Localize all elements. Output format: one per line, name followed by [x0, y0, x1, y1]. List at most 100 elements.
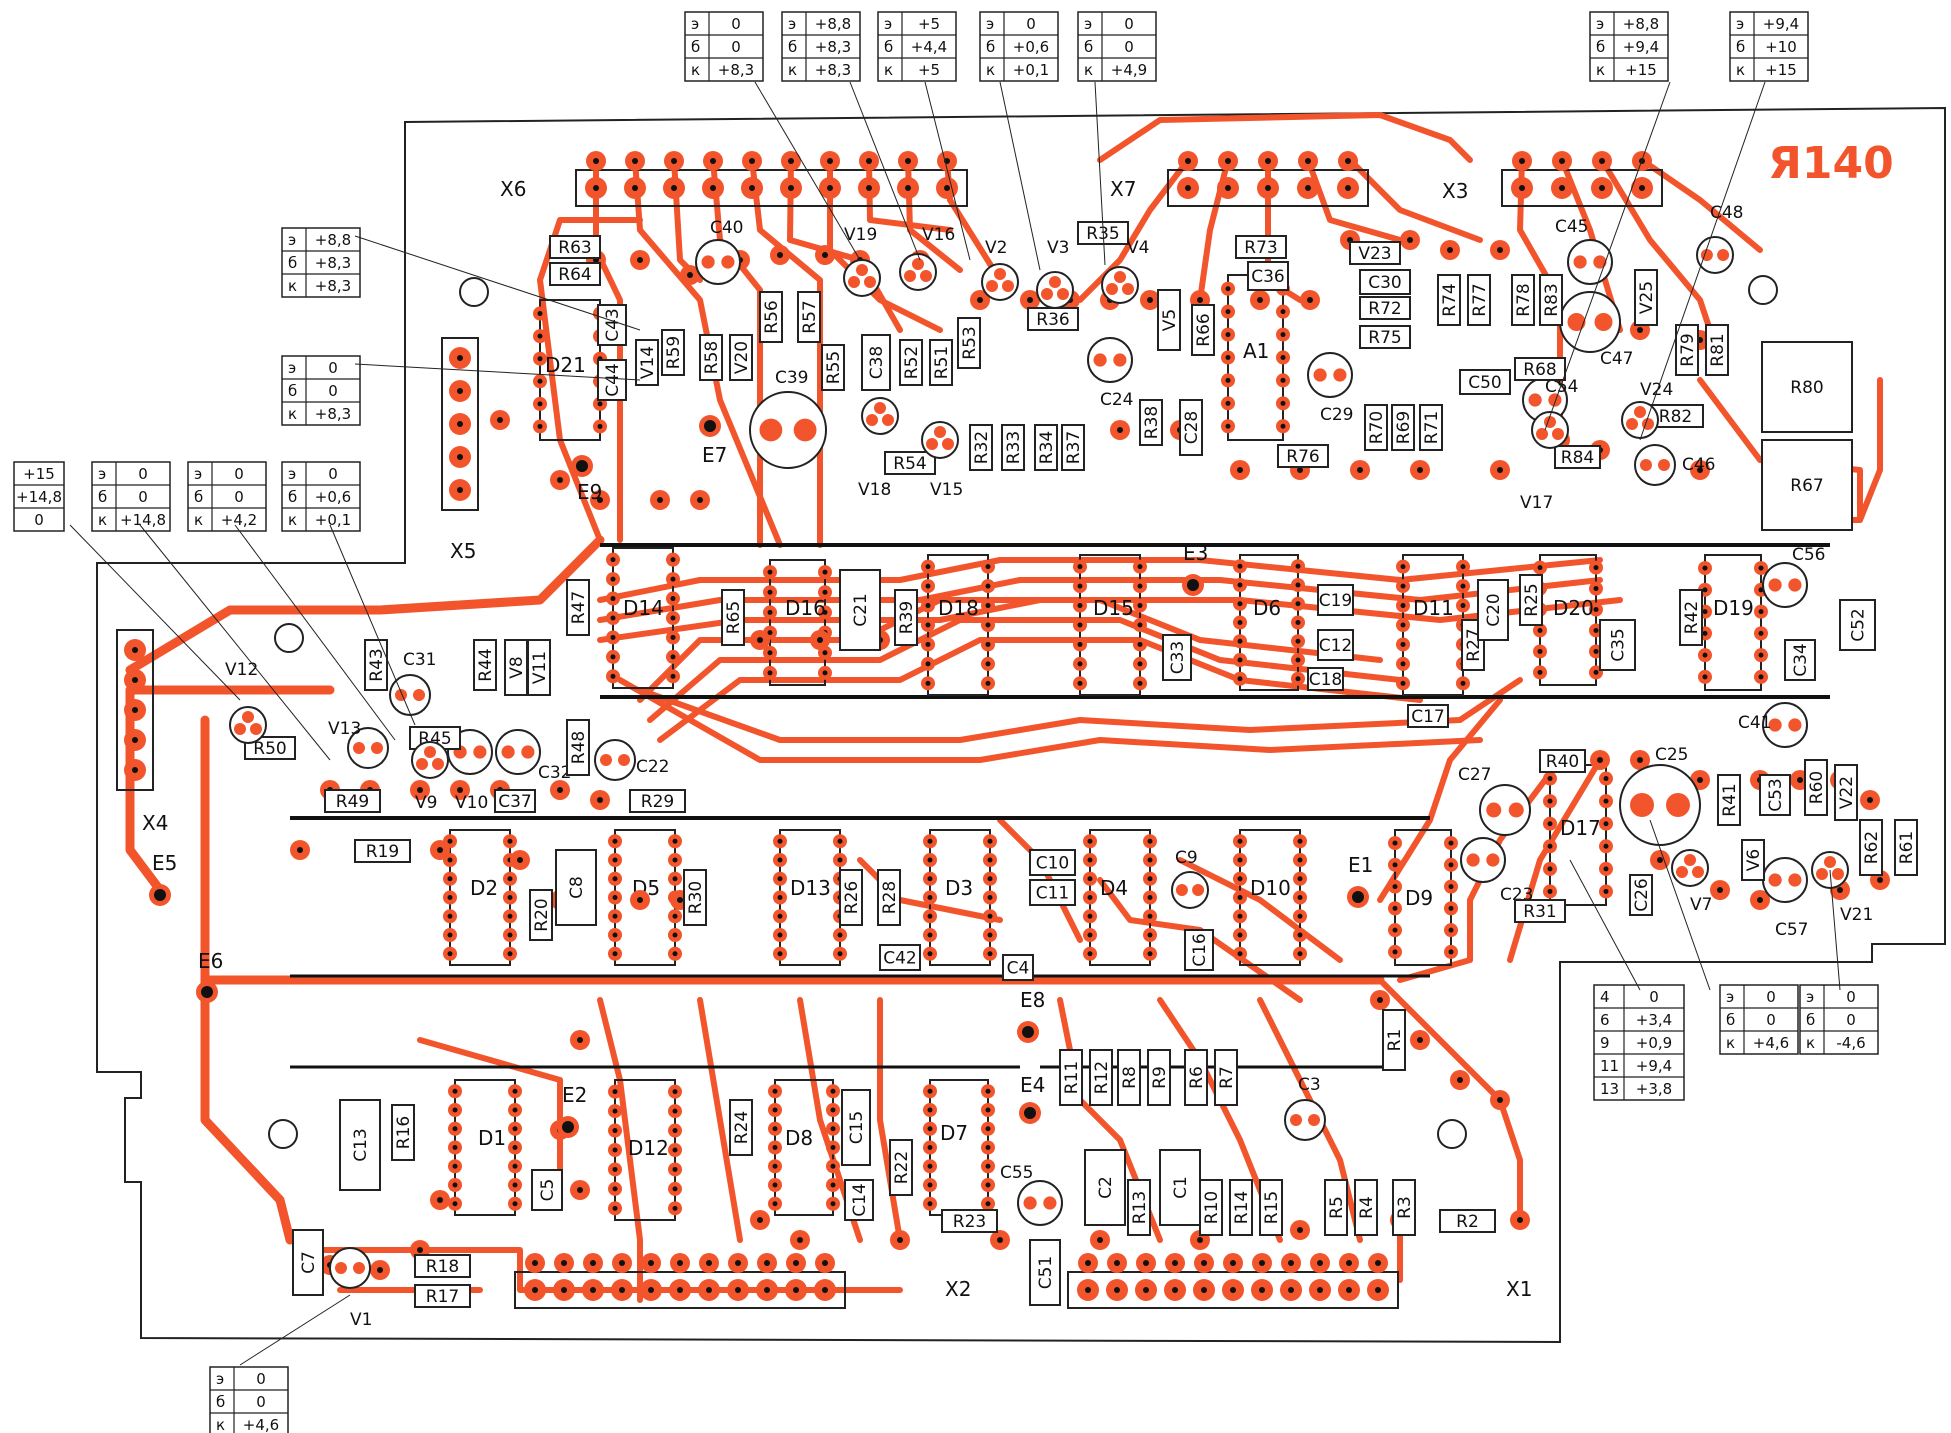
ic-label: D6 — [1253, 596, 1281, 620]
component-label: V17 — [1520, 493, 1553, 513]
component-c35: C35 — [1599, 619, 1636, 671]
component-label: R13 — [1130, 1191, 1150, 1224]
ic-label: D8 — [785, 1126, 813, 1150]
component-label: V9 — [415, 793, 437, 813]
trace — [417, 1037, 563, 1183]
component-c17: C17 — [1407, 704, 1449, 728]
component-label: V22 — [1837, 776, 1857, 809]
component-label: R12 — [1092, 1061, 1112, 1094]
component-c20: C20 — [1477, 579, 1509, 641]
test-point-label: E5 — [152, 851, 177, 875]
component-label: R5 — [1327, 1196, 1347, 1219]
voltage-table: э+9,4б+10к+15 — [1729, 11, 1809, 82]
component-label: R19 — [366, 842, 399, 862]
ic-label: D12 — [628, 1136, 669, 1160]
ic-label: D11 — [1413, 596, 1454, 620]
ic-label: D3 — [945, 876, 973, 900]
component-label: R71 — [1422, 411, 1442, 444]
component-label: R83 — [1542, 283, 1562, 316]
component-label: R48 — [569, 731, 589, 764]
voltage-table-value: +0,1 — [1013, 61, 1049, 79]
ic-label: D17 — [1560, 816, 1601, 840]
trace — [1347, 157, 1483, 243]
component-r17: R17 — [414, 1284, 471, 1308]
connector-x7: X7 — [1110, 151, 1369, 207]
component-label: V14 — [638, 346, 658, 379]
component-label: R53 — [960, 326, 980, 359]
component-label: C22 — [636, 757, 670, 777]
component-label: C56 — [1792, 545, 1826, 565]
component-c10: C10 — [1029, 849, 1076, 876]
component-label: C31 — [403, 650, 437, 670]
component-c18: C18 — [1307, 667, 1344, 691]
capacitor-c23: C23 — [1460, 837, 1534, 905]
component-c44: C44 — [597, 359, 627, 401]
voltage-table: э+8,8б+9,4к+15 — [1589, 11, 1669, 82]
component-label: C5 — [538, 1179, 558, 1202]
ic-d14: D14 — [606, 547, 680, 689]
component-r55: R55 — [821, 344, 845, 391]
connector-x1: X1 — [1067, 1253, 1532, 1309]
voltage-table-value: 0 — [328, 382, 338, 400]
component-label: R26 — [842, 881, 862, 914]
transistor-v15: V15 — [921, 421, 963, 500]
voltage-table-pin: э — [1736, 15, 1744, 33]
ic-label: D9 — [1405, 886, 1433, 910]
component-r50: R50 — [244, 736, 296, 760]
component-r36: R36 — [1027, 307, 1079, 331]
transistor-v4: V4 — [1101, 238, 1149, 304]
voltage-table-pin: б — [788, 38, 797, 56]
ic-label: D2 — [470, 876, 498, 900]
component-v22: V22 — [1834, 764, 1858, 821]
voltage-table-value: +3,8 — [1636, 1080, 1672, 1098]
voltage-table-value: +8,3 — [815, 61, 851, 79]
component-r48: R48 — [566, 719, 590, 776]
component-label: R79 — [1678, 333, 1698, 366]
component-r19: R19 — [354, 839, 411, 863]
component-label: C43 — [603, 308, 623, 342]
component-label: V2 — [985, 238, 1007, 258]
component-r2: R2 — [1439, 1209, 1496, 1233]
test-point-e7: E7 — [699, 415, 727, 467]
connector-label: X6 — [500, 177, 526, 201]
component-r82: R82 — [1647, 404, 1704, 428]
component-label: C18 — [1309, 670, 1343, 690]
ic-d1: D1 — [448, 1079, 522, 1216]
voltage-table-pin: 4 — [1600, 988, 1610, 1006]
component-r30: R30 — [683, 869, 707, 926]
ic-label: A1 — [1243, 339, 1269, 363]
component-r43: R43 — [364, 639, 388, 691]
component-r42: R42 — [1679, 589, 1703, 646]
component-label: R37 — [1064, 431, 1084, 464]
component-c8: C8 — [555, 849, 597, 926]
voltage-table-pin: 9 — [1600, 1034, 1610, 1052]
ic-label: D15 — [1093, 596, 1134, 620]
test-point-label: E9 — [577, 480, 602, 504]
component-label: R23 — [953, 1212, 986, 1232]
ic-d16: D16 — [763, 559, 832, 686]
component-r60: R60 — [1804, 759, 1828, 816]
capacitor-c27: C27 — [1458, 765, 1531, 836]
component-label: C45 — [1555, 217, 1589, 237]
voltage-table-pin: к — [98, 511, 107, 529]
transistor-v3: V3 — [1036, 238, 1074, 309]
voltage-table-value: 0 — [234, 488, 244, 506]
component-c7: C7 — [292, 1229, 324, 1296]
trace — [1097, 112, 1473, 163]
component-c33: C33 — [1162, 634, 1192, 681]
component-r6: R6 — [1184, 1049, 1208, 1106]
capacitor-c41: C41 — [1738, 702, 1808, 748]
component-label: R72 — [1368, 299, 1401, 319]
component-label: R55 — [824, 351, 844, 384]
component-r59: R59 — [661, 329, 685, 376]
component-label: R69 — [1394, 411, 1414, 444]
component-label: R29 — [641, 792, 674, 812]
component-v25: V25 — [1634, 269, 1658, 326]
component-label: V6 — [1744, 849, 1764, 871]
component-label: R50 — [253, 739, 286, 759]
component-label: R14 — [1232, 1191, 1252, 1224]
connector-x2: X2 — [514, 1253, 971, 1309]
component-label: V10 — [455, 793, 488, 813]
